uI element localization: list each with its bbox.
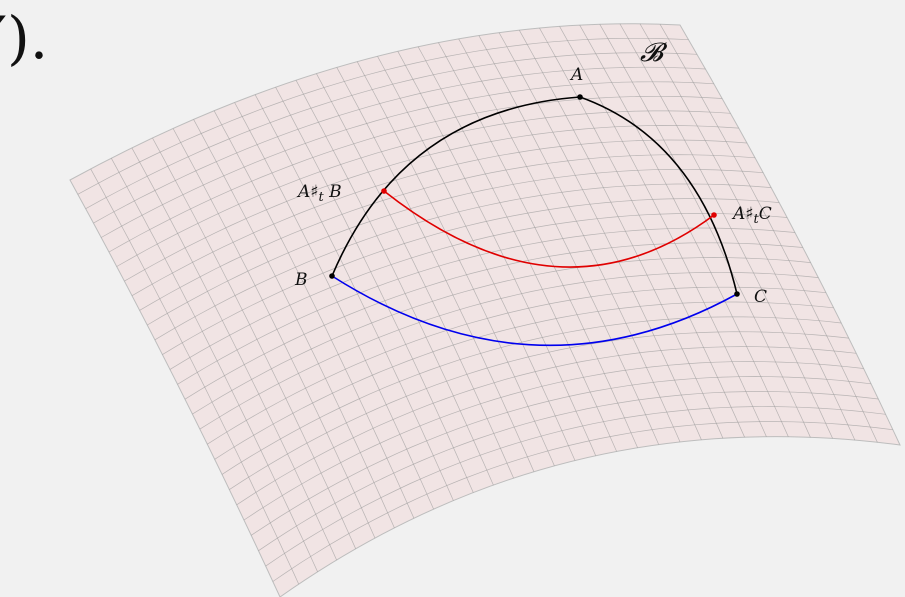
label-AtC: A♯tC [731,204,772,227]
base-geodesic-B-to-C [331,275,738,347]
grid-line-v-2 [85,52,698,210]
grid-line-v-16 [192,257,811,415]
point-B [329,273,335,279]
label-AtB-rest: B [324,182,342,202]
grid-line-v-6 [116,110,731,267]
grid-line-v-20 [221,316,842,475]
grid-line-v-23 [243,361,864,521]
grid-line-v-4 [101,81,714,238]
grid-line-v-10 [147,168,764,326]
grid-line-v-14 [177,227,796,385]
grid-line-v-24 [251,376,872,536]
grid-line-v-21 [229,331,849,490]
formula-fragment: ′). [0,4,48,72]
surface-grid [77,23,893,585]
geodesic-A-to-B [331,96,581,277]
grid-line-v-5 [108,95,723,253]
grid-line-v-25 [258,391,879,551]
point-A [577,94,583,100]
grid-line-v-18 [207,286,827,445]
grid-line-v-26 [265,406,886,567]
grid-line-v-9 [139,154,756,311]
grid-line-v-8 [131,139,747,297]
grid-line-v-3 [93,66,706,224]
label-AtC-sub: t [754,212,760,227]
point-C [734,291,740,297]
grid-line-v-13 [169,212,788,370]
curved-surface [69,23,901,597]
interpolated-geodesic [383,190,715,268]
geodesic-A-to-C [579,96,738,295]
grid-line-v-19 [214,301,834,460]
grid-line-v-11 [154,183,772,341]
grid-line-v-12 [162,198,780,355]
grid-line-v-22 [236,346,857,506]
label-B: B [294,270,308,290]
grid-line-v-17 [199,271,819,430]
grid-line-v-15 [184,242,803,400]
label-C: C [754,287,767,307]
label-AtC-main: A♯ [731,204,754,224]
label-A: A [569,65,583,85]
point-AtB [381,188,387,194]
label-AtC-rest: C [759,204,772,224]
label-AtB-sub: t [319,190,325,205]
grid-line-v-27 [272,421,893,582]
point-AtC [711,212,717,218]
label-AtB-main: A♯ [296,182,319,202]
grid-line-v-1 [77,37,689,195]
label-AtB: A♯t B [296,182,342,205]
